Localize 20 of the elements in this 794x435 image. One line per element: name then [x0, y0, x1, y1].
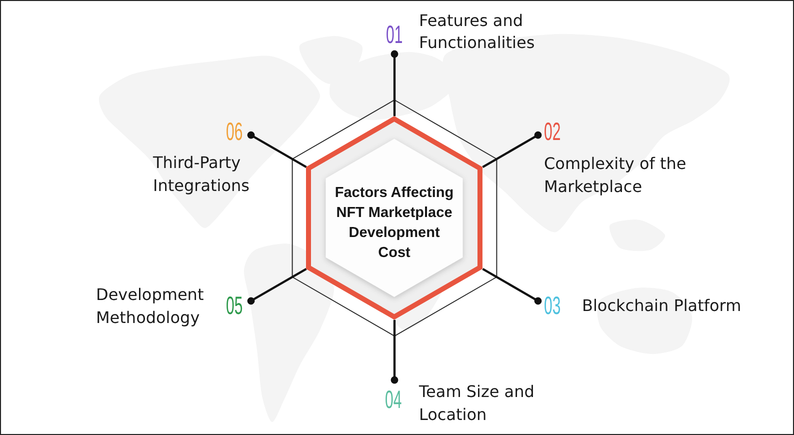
leader-line: [390, 50, 398, 116]
center-hexagon: [306, 116, 483, 320]
step-number: 06: [226, 120, 243, 145]
step-number: 05: [226, 294, 243, 319]
step-number: 03: [544, 294, 561, 319]
factor-label: Third-Party Integrations: [153, 152, 250, 198]
leader-line: [247, 268, 307, 305]
factor-label: Complexity of the Marketplace: [544, 152, 688, 198]
leader-line: [482, 131, 542, 168]
center-title: Factors Affecting NFT Marketplace Development Cost: [334, 184, 455, 263]
factor-label: Development Methodology: [96, 284, 205, 328]
step-number: 01: [386, 22, 403, 48]
factor-label: Features and Functionalities: [419, 10, 536, 54]
factor-label: Team Size and Location: [419, 381, 536, 426]
factor-label: Blockchain Platform: [582, 295, 742, 318]
step-number: 02: [544, 120, 561, 145]
leader-line: [247, 131, 307, 168]
leader-line: [482, 268, 542, 305]
step-number: 04: [385, 388, 402, 413]
leader-line: [390, 320, 398, 384]
